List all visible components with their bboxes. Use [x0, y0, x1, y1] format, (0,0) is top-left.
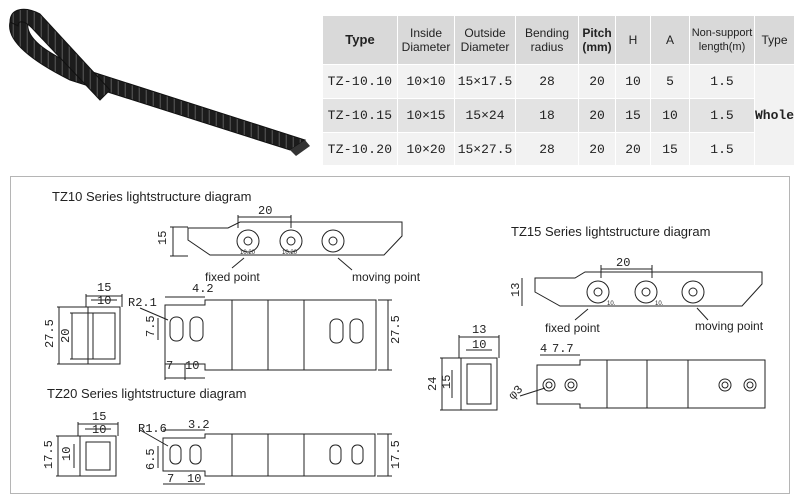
header-outside-diameter: Outside Diameter: [454, 15, 516, 65]
table-cell: 20: [615, 132, 651, 166]
diagram-panel: [10, 176, 790, 494]
tz10-fixed-point: fixed point: [205, 270, 260, 284]
tz10-dim-outer-height: 27.5: [43, 319, 57, 348]
tz10-link-mark: 10.20: [282, 250, 298, 256]
tz15-dim-pitch: 20: [616, 256, 630, 270]
table-cell: 1.5: [689, 64, 755, 99]
tz10-link-mark: 10.20: [240, 250, 256, 256]
header-type-2: Type: [753, 15, 796, 65]
tz20-dim-hole: 3.2: [188, 418, 210, 432]
table-cell: 1.5: [689, 98, 755, 133]
table-cell: 20: [578, 98, 616, 133]
table-cell: 28: [515, 64, 579, 99]
tz10-dim-pitch: 20: [258, 204, 272, 218]
spec-table: Type Inside Diameter Outside Diameter Be…: [322, 15, 796, 166]
tz10-dim-width-inner: 10: [97, 294, 111, 308]
tz20-dim-inner-height: 10: [60, 447, 74, 461]
header-pitch: Pitch (mm): [578, 15, 616, 65]
tz20-dim-width-outer: 15: [92, 410, 106, 424]
tz10-dim-inner-height: 20: [59, 329, 73, 343]
tz15-title: TZ15 Series lightstructure diagram: [511, 224, 710, 239]
table-cell: 15: [650, 132, 690, 166]
table-cell: 18: [515, 98, 579, 133]
tz15-dim-height: 13: [509, 283, 523, 297]
tz15-link-mark: 10.: [607, 301, 616, 307]
tz10-dim-radius: R2.1: [128, 296, 157, 310]
tz20-dim-slot: 6.5: [144, 448, 158, 470]
tz15-moving-point: moving point: [695, 319, 764, 333]
tz20-dim-right-height: 17.5: [389, 440, 403, 469]
tz10-dim-right-height: 27.5: [389, 315, 403, 344]
tz20-dim-offset: 7: [167, 472, 174, 486]
tz10-moving-point: moving point: [352, 270, 421, 284]
tz20-dim-outer-height: 17.5: [42, 440, 56, 469]
tz15-dim-hole: 4: [540, 342, 547, 356]
table-cell-merged-type: Whole: [753, 64, 796, 166]
table-cell: 15×24: [454, 98, 516, 133]
tz10-dim-spacing: 10: [185, 359, 199, 373]
tz10-dim-height: 15: [156, 231, 170, 245]
header-h: H: [615, 15, 651, 65]
tz10-dim-slot: 7.5: [144, 315, 158, 337]
tz15-dim-inner-height: 15: [440, 375, 454, 389]
table-cell: 15×27.5: [454, 132, 516, 166]
header-inside-diameter: Inside Diameter: [397, 15, 455, 65]
tz10-title: TZ10 Series lightstructure diagram: [52, 189, 251, 204]
tz20-dim-radius: R1.6: [138, 422, 167, 436]
table-cell: 10×20: [397, 132, 455, 166]
table-cell: 10: [650, 98, 690, 133]
tz15-dim-width-inner: 10: [472, 338, 486, 352]
table-cell: 20: [578, 64, 616, 99]
table-row: TZ-10.20 10×20 15×27.5 28 20 20 15 1.5: [322, 132, 795, 166]
table-cell: 15×17.5: [454, 64, 516, 99]
tz10-dim-offset: 7: [166, 359, 173, 373]
table-row: TZ-10.15 10×15 15×24 18 20 15 10 1.5: [322, 98, 795, 133]
tz15-dim-diameter: φ3: [506, 383, 526, 403]
tz15-fixed-point: fixed point: [545, 321, 600, 335]
table-cell: 1.5: [689, 132, 755, 166]
tz10-dim-width-outer: 15: [97, 281, 111, 295]
table-cell: 20: [578, 132, 616, 166]
table-cell: 15: [615, 98, 651, 133]
tz15-dim-width-outer: 13: [472, 323, 486, 337]
tz15-dim-outer-height: 24: [426, 377, 440, 391]
table-cell: 10×15: [397, 98, 455, 133]
tz20-dim-width-inner: 10: [92, 423, 106, 437]
drag-chain-photo: [9, 8, 310, 156]
table-cell: 10: [615, 64, 651, 99]
tz15-dim-spacing: 7.7: [552, 342, 574, 356]
tz15-link-mark: 10.: [655, 301, 664, 307]
tz10-dim-hole: 4.2: [192, 282, 214, 296]
tz20-dim-spacing: 10: [187, 472, 201, 486]
table-cell: TZ-10.10: [322, 64, 398, 99]
header-a: A: [650, 15, 690, 65]
tz20-title: TZ20 Series lightstructure diagram: [47, 386, 246, 401]
header-type: Type: [322, 15, 398, 65]
